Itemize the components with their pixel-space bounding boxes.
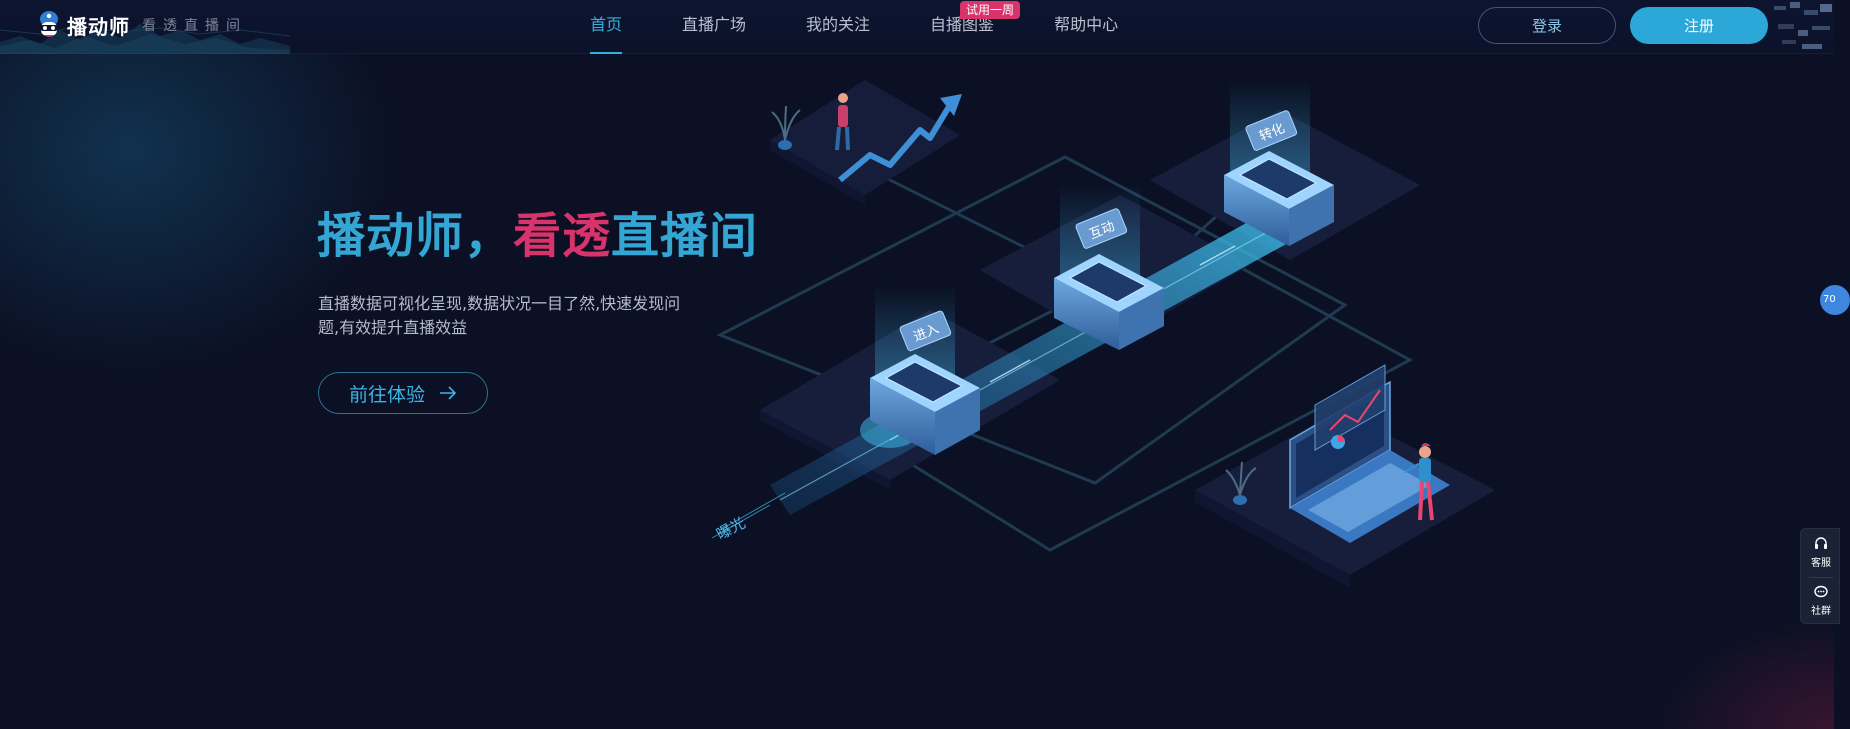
- main-nav: 首页 直播广场 我的关注 试用一周 自播图鉴 帮助中心: [590, 0, 1178, 54]
- nav-item-live-plaza[interactable]: 直播广场: [682, 0, 746, 54]
- hero-illustration: 曝光 进入 互动: [711, 80, 1495, 588]
- exposure-label: 曝光: [713, 514, 748, 544]
- hero-title-part3: 直播间: [611, 208, 759, 264]
- arrow-right-icon: [440, 386, 457, 400]
- nav-item-label: 自播图鉴: [930, 15, 995, 34]
- register-button[interactable]: 注册: [1630, 7, 1768, 44]
- exposure-stage: 曝光: [711, 492, 786, 544]
- stage-block-interact: 互动: [1054, 185, 1164, 350]
- hero-title: 播动师，看透直播间: [317, 196, 758, 266]
- side-toolbar: 客服 社群: [1800, 528, 1840, 624]
- community-label: 社群: [1811, 606, 1831, 617]
- stage-block-convert: 转化: [1224, 80, 1334, 246]
- nav-item-label: 我的关注: [806, 15, 871, 34]
- nav-item-label: 直播广场: [682, 15, 747, 34]
- header-bars-decoration: [1774, 2, 1832, 49]
- hero-title-highlight: 看透: [513, 208, 612, 264]
- chat-bubble-icon: [1814, 585, 1828, 598]
- toolbar-divider: [1809, 577, 1833, 578]
- try-now-label: 前往体验: [348, 383, 425, 406]
- stage-block-enter: 进入: [870, 285, 980, 455]
- growth-vignette: [771, 93, 962, 183]
- trial-badge: 试用一周: [960, 1, 1021, 19]
- hero-description: 直播数据可视化呈现,数据状况一目了然,快速发现问题,有效提升直播效益: [318, 294, 681, 337]
- customer-service-label: 客服: [1811, 558, 1831, 569]
- logo-name: 播动师: [67, 14, 130, 39]
- floating-count-badge[interactable]: 70: [1820, 285, 1850, 315]
- logo-mascot-icon: [40, 11, 58, 37]
- login-button[interactable]: 登录: [1478, 7, 1616, 44]
- nav-item-my-follows[interactable]: 我的关注: [806, 0, 870, 54]
- nav-item-label: 首页: [590, 15, 623, 34]
- customer-service-button[interactable]: 客服: [1801, 529, 1841, 575]
- community-button[interactable]: 社群: [1801, 577, 1841, 623]
- nav-item-home[interactable]: 首页: [590, 0, 623, 54]
- site-logo[interactable]: 播动师 看透直播间: [36, 10, 247, 40]
- nav-item-help-center[interactable]: 帮助中心: [1054, 0, 1118, 54]
- nav-item-self-broadcast-guide[interactable]: 试用一周 自播图鉴: [930, 0, 1021, 54]
- nav-item-label: 帮助中心: [1054, 15, 1119, 34]
- analytics-vignette: [1225, 364, 1450, 543]
- logo-slogan: 看透直播间: [142, 18, 247, 34]
- headset-icon: [1815, 537, 1827, 549]
- try-now-button[interactable]: 前往体验: [318, 372, 488, 414]
- top-navbar: 播动师 看透直播间 首页 直播广场 我的关注 试用一周 自播图鉴 帮助中心 登录…: [0, 0, 1834, 54]
- hero-title-part1: 播动师，: [317, 208, 514, 264]
